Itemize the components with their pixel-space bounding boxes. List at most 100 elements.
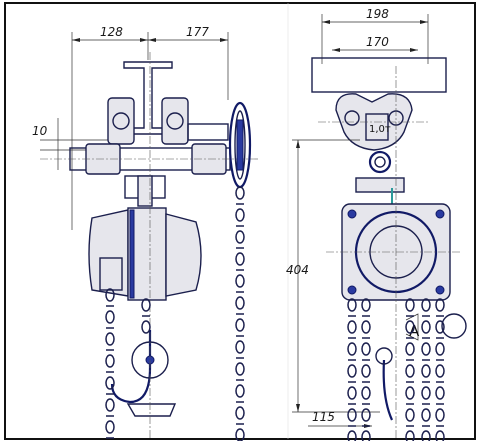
- hand-chain-link: [235, 274, 245, 288]
- trolley-wheel-left: [107, 97, 135, 145]
- arrow: [72, 38, 80, 42]
- beam-section: [311, 57, 447, 93]
- trolley-wheel-right: [161, 97, 189, 145]
- capacity-label: 1,0т: [369, 124, 391, 135]
- hand-chain-link: [235, 230, 245, 244]
- front-chain-link: [405, 430, 415, 441]
- slack-chain-link: [105, 332, 115, 346]
- dim-128: 128: [100, 25, 123, 39]
- front-chain-link: [361, 386, 371, 400]
- body-seam: [129, 209, 135, 299]
- dim-177: 177: [186, 25, 209, 39]
- dim-170: 170: [366, 35, 389, 49]
- arrow: [332, 48, 340, 52]
- dim-404: 404: [286, 263, 309, 277]
- front-chain-link: [361, 364, 371, 378]
- front-chain-link: [435, 320, 445, 334]
- front-chain-link: [361, 320, 371, 334]
- front-chain-link: [405, 386, 415, 400]
- hand-chain-link: [235, 186, 245, 200]
- front-chain-link: [405, 320, 415, 334]
- hand-wheel-inner: [234, 110, 246, 180]
- hand-chain-link: [235, 428, 245, 441]
- slack-chain-link: [105, 288, 115, 302]
- load-hook: [110, 330, 152, 404]
- slack-chain-link: [105, 354, 115, 368]
- hand-chain-link: [235, 406, 245, 420]
- front-chain-link: [435, 342, 445, 356]
- chains-front-view: [347, 298, 445, 441]
- arrow: [410, 48, 418, 52]
- hand-chain-link: [235, 208, 245, 222]
- front-chain-link: [435, 386, 445, 400]
- hand-chain-link: [235, 252, 245, 266]
- wheel-hub-right: [166, 112, 184, 130]
- body-bolt-br: [435, 285, 445, 295]
- arrow: [420, 20, 428, 24]
- suspension-eye-inner: [374, 156, 386, 168]
- front-chain-link: [421, 342, 431, 356]
- front-chain-link: [405, 364, 415, 378]
- front-chain-link: [421, 408, 431, 422]
- arrow: [296, 140, 300, 148]
- slack-chain-link: [105, 310, 115, 324]
- arrow: [148, 38, 156, 42]
- front-chain-link: [421, 298, 431, 312]
- load-chain-link: [141, 320, 151, 334]
- wheel-hub-left: [112, 112, 130, 130]
- arrow: [296, 404, 300, 412]
- hand-chain-link: [235, 384, 245, 398]
- suspension-eye: [368, 150, 392, 174]
- drawing-border: [4, 2, 476, 440]
- arrow: [140, 38, 148, 42]
- front-chain-link: [421, 364, 431, 378]
- dim-115: 115: [312, 410, 335, 424]
- body-bolt-bl: [347, 285, 357, 295]
- front-chain-link: [405, 298, 415, 312]
- hoist-top-link: [355, 177, 405, 193]
- detail-callout-circle: [441, 313, 467, 339]
- front-chain-link: [421, 386, 431, 400]
- front-chain-link: [347, 342, 357, 356]
- front-hook-eye: [375, 347, 393, 365]
- front-chain-link: [405, 408, 415, 422]
- front-chain-link: [347, 430, 357, 441]
- front-chain-link: [347, 408, 357, 422]
- dim-10: 10: [32, 124, 48, 138]
- body-bolt-tr: [435, 209, 445, 219]
- hook-latch: [126, 403, 177, 417]
- front-chain-link: [347, 298, 357, 312]
- hoist-gear-cover: [165, 213, 202, 297]
- front-chain-link: [435, 430, 445, 441]
- front-view: 198 170 1,0т 404 1: [286, 7, 467, 439]
- dim-198: 198: [366, 7, 389, 21]
- detail-callout-bracket: [405, 313, 419, 341]
- load-chain-link: [141, 298, 151, 312]
- trolley-bolt-left: [344, 110, 360, 126]
- front-chain-link: [421, 430, 431, 441]
- front-chain-link: [347, 364, 357, 378]
- front-chain-link: [435, 408, 445, 422]
- hand-chain-link: [235, 318, 245, 332]
- hand-chain-link: [235, 296, 245, 310]
- capacity-plate: [365, 113, 389, 141]
- side-view: 128 177 10: [32, 25, 260, 439]
- arrow: [220, 38, 228, 42]
- front-chain-link: [361, 342, 371, 356]
- hand-chain-link: [235, 362, 245, 376]
- chains-side-view: [105, 186, 245, 441]
- front-chain-link: [405, 342, 415, 356]
- slack-chain-link: [105, 420, 115, 434]
- slack-chain-link: [105, 376, 115, 390]
- front-chain-link: [347, 320, 357, 334]
- front-chain-link: [421, 320, 431, 334]
- arrow: [322, 20, 330, 24]
- front-chain-link: [361, 408, 371, 422]
- front-chain-link: [361, 430, 371, 441]
- suspension-pin: [137, 175, 153, 207]
- hand-wheel-hub: [236, 119, 244, 171]
- front-chain-link: [347, 386, 357, 400]
- hand-chain-link: [235, 340, 245, 354]
- body-bolt-tl: [347, 209, 357, 219]
